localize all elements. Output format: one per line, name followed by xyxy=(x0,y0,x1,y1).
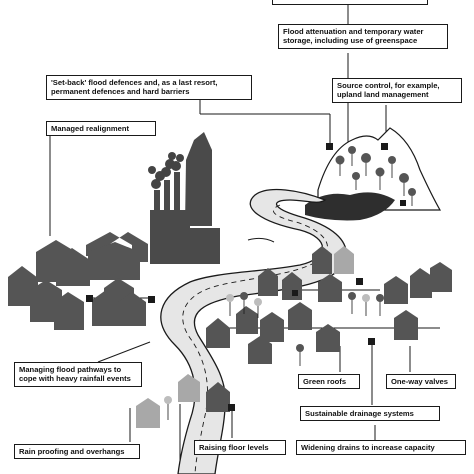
trees xyxy=(164,292,384,420)
houses-right xyxy=(136,246,452,428)
chimney-3 xyxy=(174,172,180,214)
label-one-way-valves: One-way valves xyxy=(386,374,456,390)
house-b xyxy=(56,248,90,286)
marker-hill-lower xyxy=(400,200,406,206)
factory xyxy=(148,132,220,264)
house-e xyxy=(54,292,84,330)
upland-water-body xyxy=(305,192,395,221)
hill-tree-trunks xyxy=(339,154,413,206)
label-source-control: Source control, for example, upland land… xyxy=(332,78,462,103)
chimney-2 xyxy=(164,180,170,214)
hill-trees xyxy=(335,146,416,196)
smoke xyxy=(148,152,184,189)
label-managing-flood-pathways: Managing flood pathways to cope with hea… xyxy=(14,362,142,387)
river-centre-line xyxy=(182,204,328,474)
marker-house-right xyxy=(148,296,155,303)
marker-house-left xyxy=(86,295,93,302)
label-setback-defences: 'Set-back' flood defences and, as a last… xyxy=(46,75,252,100)
factory-tower xyxy=(185,132,212,226)
marker-hill-right xyxy=(381,143,388,150)
label-flood-attenuation: Flood attenuation and temporary water st… xyxy=(278,24,448,49)
chimney-1 xyxy=(154,190,160,214)
label-raising-floor-levels: Raising floor levels xyxy=(194,440,286,456)
label-rain-proofing: Rain proofing and overhangs xyxy=(14,444,140,460)
factory-base xyxy=(150,228,220,264)
label-sustainable-drainage: Sustainable drainage systems xyxy=(300,406,440,422)
houses-left xyxy=(8,232,155,330)
upland-hill xyxy=(305,127,442,221)
marker-hill-left xyxy=(326,143,333,150)
label-widening-drains: Widening drains to increase capacity xyxy=(296,440,466,456)
connector-pathways xyxy=(97,341,151,363)
house-large xyxy=(88,242,140,280)
top-label-box-cropped xyxy=(272,0,428,5)
label-green-roofs: Green roofs xyxy=(298,374,360,390)
house-h xyxy=(118,292,146,326)
river-branch xyxy=(247,237,275,243)
label-managed-realignment: Managed realignment xyxy=(46,121,156,137)
